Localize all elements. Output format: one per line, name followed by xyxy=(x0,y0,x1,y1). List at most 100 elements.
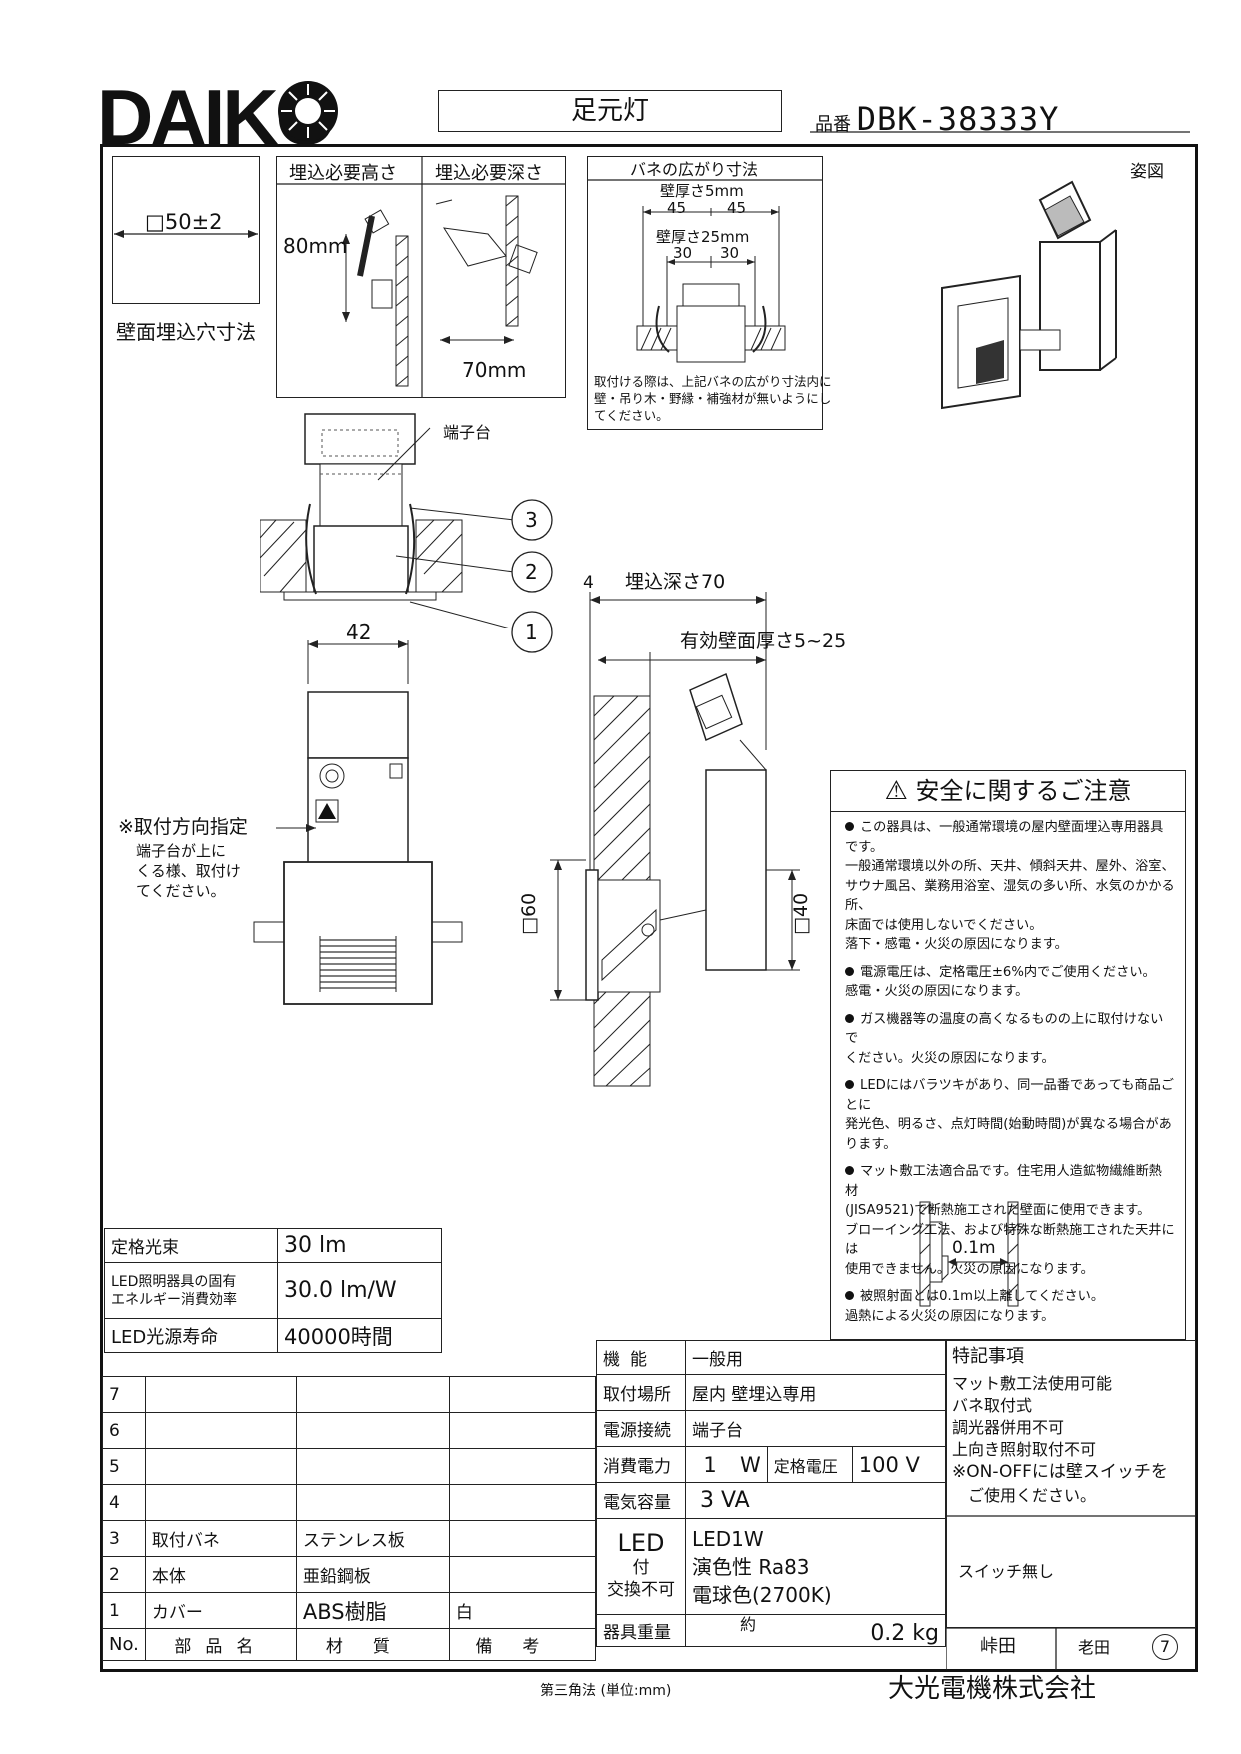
header-underline xyxy=(810,131,1190,133)
company-name: 大光電機株式会社 xyxy=(888,1674,1097,1704)
revision-badge: 7 xyxy=(1152,1634,1178,1660)
safety-item-3: ガス機器等の温度の高くなるものの上に取付けないでください。火災の原因になります。 xyxy=(845,1011,1164,1066)
spec-function-value: 一般用 xyxy=(685,1340,946,1375)
notes-title: 特記事項 xyxy=(952,1346,1024,1367)
spring-wall5-right: 45 xyxy=(727,199,747,217)
depth-70: 埋込深さ70 xyxy=(625,571,726,593)
parts-row: 5 xyxy=(102,1448,597,1485)
model-label: 品番 xyxy=(815,114,851,135)
dim-60: □60 xyxy=(518,892,540,935)
safety-title: 安全に関するご注意 xyxy=(915,777,1132,805)
hole-dimension-box xyxy=(112,156,260,304)
clearance-distance: 0.1m xyxy=(952,1238,996,1258)
safety-item-5: マット敷工法適合品です。住宅用人造鉱物繊維断熱材(JISA9521)で断熱施工さ… xyxy=(845,1164,1175,1277)
spec-voltage-label: 定格電圧 xyxy=(766,1446,853,1483)
callout-1: 1 xyxy=(525,620,538,644)
safety-notice: ⚠ 安全に関するご注意 この器具は、一般通常環境の屋内壁面埋込専用器具です。一般… xyxy=(830,770,1186,1340)
spec-location-value: 屋内 壁埋込専用 xyxy=(685,1374,946,1411)
spec-weight-cell: 約 0.2 kg xyxy=(685,1614,946,1647)
signoff-name-2: 老田 xyxy=(1078,1638,1111,1657)
direction-title: ※取付方向指定 xyxy=(118,816,248,838)
perf-value-life: 40000時間 xyxy=(277,1318,442,1353)
spring-wall25-right: 30 xyxy=(720,244,740,262)
hole-label: 壁面埋込穴寸法 xyxy=(116,320,256,344)
perf-label-efficiency: LED照明器具の固有エネルギー消費効率 xyxy=(104,1262,278,1319)
spring-wall25: 壁厚さ25mm xyxy=(656,228,750,246)
front-view xyxy=(253,640,463,1005)
width-42: 42 xyxy=(346,620,372,644)
callout-2: 2 xyxy=(525,560,538,584)
spec-capacity-label: 電気容量 xyxy=(596,1482,686,1519)
spring-wall5: 壁厚さ5mm xyxy=(660,182,744,200)
notes-line-3: 調光器併用不可 xyxy=(952,1418,1065,1437)
spec-connection-label: 電源接続 xyxy=(596,1410,686,1447)
embed-depth-title: 埋込必要深さ xyxy=(435,163,543,184)
perspective-figure xyxy=(941,180,1117,410)
spring-title: バネの広がり寸法 xyxy=(630,160,759,179)
clearance-diagram xyxy=(919,1201,1019,1307)
spec-capacity-value: 3 VA xyxy=(685,1482,946,1519)
spec-function-label: 機能 xyxy=(596,1340,686,1375)
spring-diagram xyxy=(587,179,823,363)
notes-line-4: 上向き照射取付不可 xyxy=(952,1440,1097,1459)
assembly-diagram xyxy=(260,413,553,628)
performance-table: 定格光束 30 lm LED照明器具の固有エネルギー消費効率 30.0 lm/W… xyxy=(104,1228,442,1353)
spec-weight-approx: 約 xyxy=(740,1615,757,1634)
parts-header-row: No.部品名材質備考 xyxy=(102,1628,597,1661)
warning-triangle-icon: ⚠ xyxy=(884,776,908,806)
perf-value-flux: 30 lm xyxy=(277,1228,442,1263)
signoff-name-1: 峠田 xyxy=(980,1636,1016,1657)
projection-note: 第三角法 (単位:mm) xyxy=(540,1683,672,1699)
terminal-label: 端子台 xyxy=(443,423,492,442)
spring-wall5-left: 45 xyxy=(667,199,687,217)
direction-line-1: 端子台が上に xyxy=(136,842,227,860)
notes-line-6: ご使用ください。 xyxy=(968,1486,1097,1505)
callout-3: 3 xyxy=(525,508,538,532)
wall-thickness: 有効壁面厚さ5~25 xyxy=(680,630,847,652)
spec-location-label: 取付場所 xyxy=(596,1374,686,1411)
perf-value-efficiency: 30.0 lm/W xyxy=(277,1262,442,1319)
direction-line-3: てください。 xyxy=(136,882,226,900)
perf-label-flux: 定格光束 xyxy=(104,1228,278,1263)
notes-dividers xyxy=(946,1340,1196,1670)
notes-switch: スイッチ無し xyxy=(958,1562,1055,1581)
safety-header: ⚠ 安全に関するご注意 xyxy=(831,771,1185,812)
parts-row: 7 xyxy=(102,1376,597,1413)
spec-power-value: 1 xyxy=(685,1446,734,1483)
notes-line-1: マット敷工法使用可能 xyxy=(952,1374,1113,1393)
safety-item-4: LEDにはバラツキがあり、同一品番であっても商品ごとに発光色、明るさ、点灯時間(… xyxy=(845,1078,1174,1152)
callout-1-circle xyxy=(511,611,553,653)
dim-4: 4 xyxy=(583,573,594,593)
embed-height-title: 埋込必要高さ xyxy=(289,163,397,184)
embed-diagram xyxy=(276,156,566,398)
spring-note-3: てください。 xyxy=(594,408,669,423)
spec-power-label: 消費電力 xyxy=(596,1446,686,1483)
logo-sun-icon xyxy=(278,81,338,141)
spec-voltage-value: 100 V xyxy=(851,1446,947,1483)
product-name-box: 足元灯 xyxy=(438,90,782,132)
drawing-frame xyxy=(100,144,1198,1672)
parts-row: 4 xyxy=(102,1484,597,1521)
figure-label: 姿図 xyxy=(1130,162,1164,182)
embed-dimension-box xyxy=(276,156,566,398)
hole-dim-arrow xyxy=(114,230,258,238)
spec-weight-value: 0.2 kg xyxy=(870,1621,939,1646)
direction-line-2: くる様、取付け xyxy=(136,862,241,880)
parts-row: 6 xyxy=(102,1412,597,1449)
safety-body: この器具は、一般通常環境の屋内壁面埋込専用器具です。一般通常環境以外の所、天井、… xyxy=(831,812,1185,1326)
embed-depth-value: 70mm xyxy=(462,358,527,382)
hole-size: □50±2 xyxy=(145,210,223,234)
spec-power-unit: W xyxy=(734,1446,768,1483)
spring-spread-box xyxy=(587,156,823,430)
spring-note-2: 壁・吊り木・野縁・補強材が無いようにし xyxy=(594,391,832,406)
embed-height-value: 80mm xyxy=(283,234,348,258)
spec-connection-value: 端子台 xyxy=(685,1410,946,1447)
safety-item-1: この器具は、一般通常環境の屋内壁面埋込専用器具です。一般通常環境以外の所、天井、… xyxy=(845,820,1175,952)
spring-note-1: 取付ける際は、上記バネの広がり寸法内に xyxy=(594,374,832,389)
